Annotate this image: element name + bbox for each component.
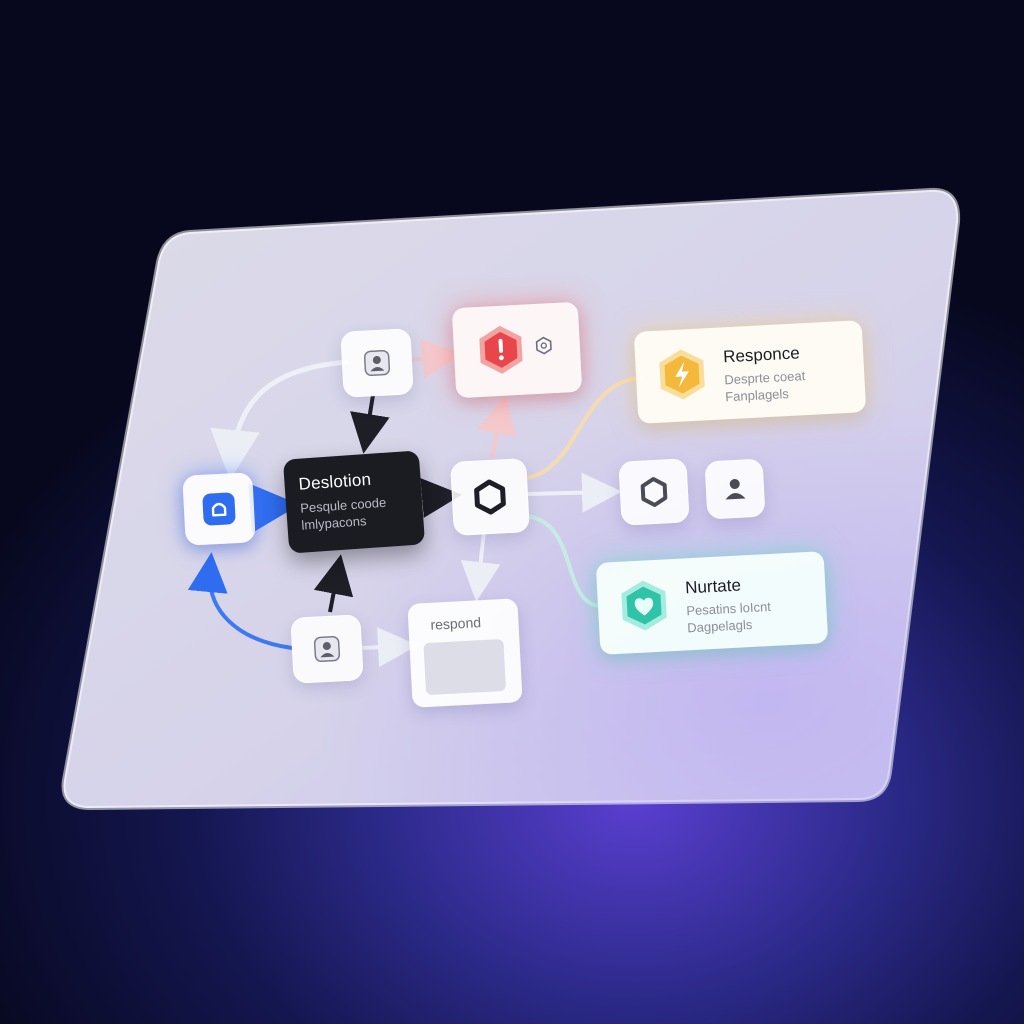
hub-node[interactable] <box>450 458 530 536</box>
user-node-right[interactable] <box>704 458 766 520</box>
response-title: Responce <box>722 343 801 367</box>
respond-placeholder-box <box>423 638 507 696</box>
heart-icon <box>621 580 667 631</box>
response-node[interactable]: Responce Desprte coeat Fanplagels <box>633 320 867 424</box>
hexagon-icon <box>640 477 668 507</box>
user-icon <box>363 349 391 377</box>
nurture-node[interactable]: Nurtate Pesatins loIcnt Dagpelagls <box>595 551 829 655</box>
home-node[interactable] <box>182 472 256 546</box>
alert-node[interactable] <box>451 301 583 399</box>
decision-node[interactable]: Deslotion Pesqule coode lmlypacons <box>282 450 426 554</box>
respond-node[interactable]: respond <box>407 598 523 708</box>
decision-title: Deslotion <box>297 469 372 494</box>
nurture-title: Nurtate <box>684 575 742 598</box>
gear-icon <box>535 336 552 355</box>
hexagon-icon <box>474 479 506 515</box>
hexagon-node-right[interactable] <box>618 458 690 526</box>
response-subtitle-1: Desprte coeat <box>723 368 806 388</box>
response-subtitle-2: Fanplagels <box>724 386 790 405</box>
alert-icon <box>479 325 523 374</box>
user-node-top[interactable] <box>340 328 414 398</box>
home-icon <box>202 492 236 526</box>
bolt-icon <box>659 349 705 400</box>
user-icon <box>313 635 341 663</box>
user-node-bottom[interactable] <box>290 614 364 684</box>
respond-label: respond <box>430 614 482 633</box>
nurture-subtitle-2: Dagpelagls <box>686 616 753 636</box>
user-icon <box>725 479 746 500</box>
